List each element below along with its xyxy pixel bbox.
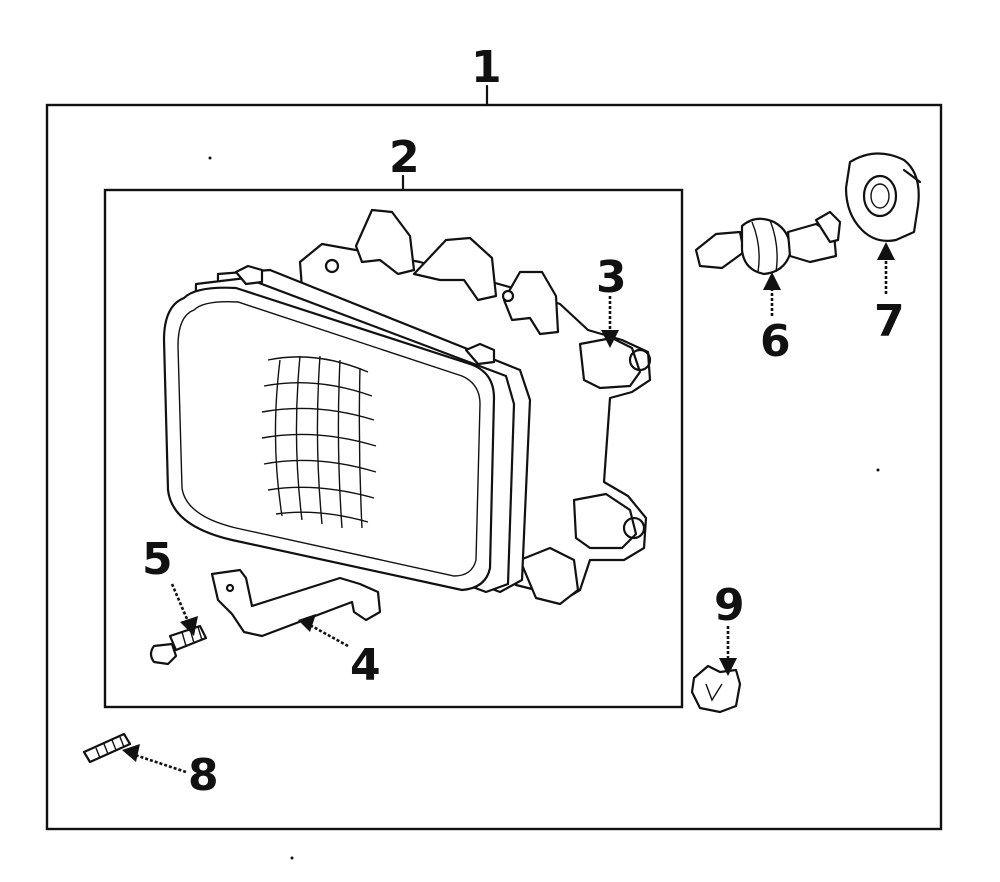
callout-6: 6: [760, 316, 791, 367]
callout-4: 4: [350, 640, 381, 691]
assembly-frame-outer: [45, 84, 943, 831]
clip-nut: [690, 664, 742, 714]
leader-arrow-8: [122, 744, 187, 774]
leader-arrow-4: [298, 614, 349, 648]
bolt: [149, 624, 208, 666]
leader-arrow-6: [763, 272, 781, 316]
callout-5: 5: [142, 534, 173, 585]
headlamp-bulb: [694, 210, 842, 276]
headlamp-housing: [162, 208, 652, 606]
mounting-bracket: [210, 568, 382, 638]
lens-grid: [261, 355, 377, 529]
screw: [82, 732, 132, 764]
callout-2: 2: [389, 132, 420, 183]
callout-8: 8: [188, 750, 219, 801]
leader-arrow-3: [601, 296, 619, 348]
leader-arrow-9: [719, 626, 737, 676]
leader-arrow-7: [877, 242, 895, 294]
retaining-ring: [844, 152, 922, 242]
callout-7: 7: [874, 296, 905, 347]
callout-1: 1: [471, 42, 502, 93]
scan-specks: [208, 156, 880, 860]
leader-arrow-5: [170, 583, 198, 636]
callout-3: 3: [596, 252, 627, 303]
assembly-frame-inner: [103, 174, 684, 709]
callout-9: 9: [714, 580, 745, 631]
